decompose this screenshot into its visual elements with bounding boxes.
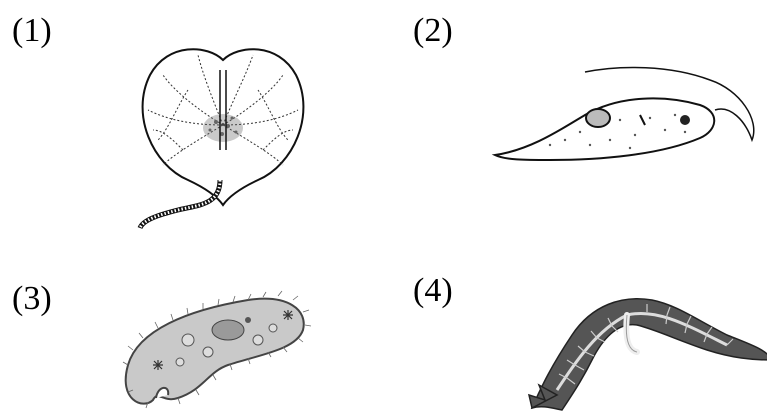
- paramecium-illustration: [108, 290, 313, 414]
- figure-label-2: (2): [413, 14, 453, 48]
- figure-label-4: (4): [413, 274, 453, 308]
- nucleus: [586, 109, 610, 127]
- euglena-body: [495, 98, 714, 160]
- micronucleus: [245, 317, 251, 323]
- macronucleus: [212, 320, 244, 340]
- planaria-illustration: [527, 290, 767, 414]
- figure-label-1: (1): [12, 14, 52, 48]
- euglena-illustration: [490, 60, 760, 185]
- figure-label-3: (3): [12, 282, 52, 316]
- paramecium-body: [126, 299, 304, 404]
- central-mass: [203, 114, 243, 142]
- eyespot: [680, 115, 690, 125]
- noctiluca-illustration: [128, 30, 318, 230]
